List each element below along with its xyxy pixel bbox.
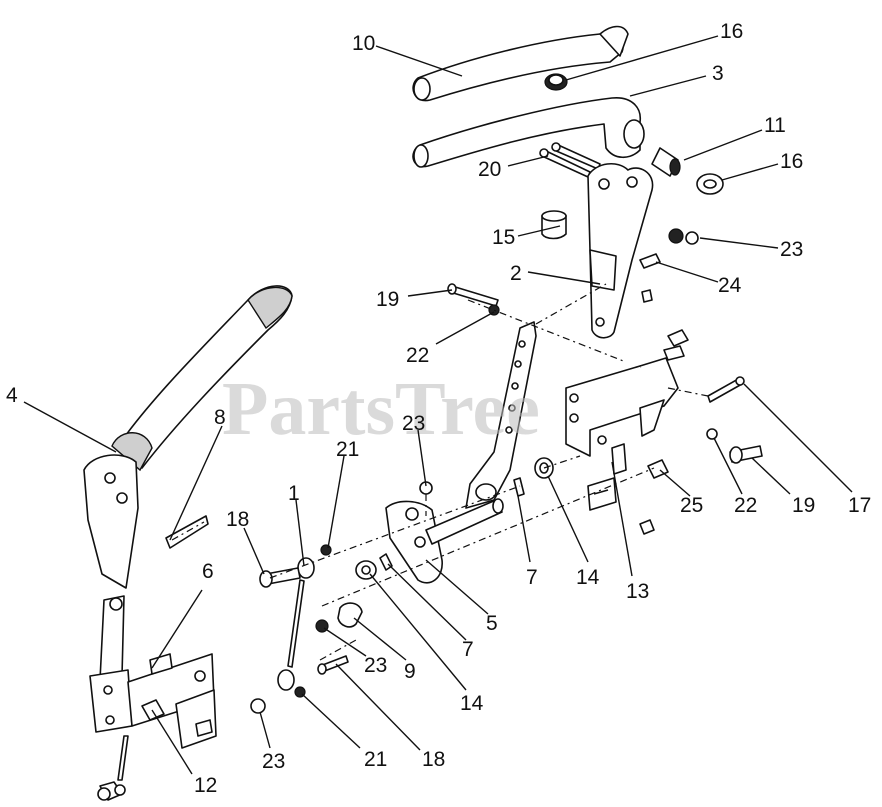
callout-1: 1 [288, 482, 300, 505]
callout-2: 2 [510, 262, 522, 285]
callout-12: 12 [194, 774, 217, 797]
callout-16b: 16 [780, 150, 803, 173]
callout-18b: 18 [422, 748, 445, 771]
watermark-text: PartsTree [222, 367, 540, 451]
callout-24: 24 [718, 274, 742, 297]
part-9-spacer [337, 602, 363, 628]
callout-labels: 10 16 3 11 16 20 15 23 2 24 19 22 4 8 23… [6, 20, 871, 797]
callout-19b: 19 [792, 494, 815, 517]
part-21-nut-mid [320, 544, 332, 556]
callout-14b: 14 [460, 692, 484, 715]
part-16-bushing-right [696, 173, 724, 195]
callout-23: 23 [780, 238, 803, 261]
part-18-bolt-upper [259, 567, 301, 588]
part-22-washer-right [706, 428, 718, 440]
callout-15: 15 [492, 226, 515, 249]
callout-20: 20 [478, 158, 501, 181]
callout-13: 13 [626, 580, 649, 603]
part-25-bolt [647, 459, 669, 479]
callout-19: 19 [376, 288, 399, 311]
callout-9: 9 [404, 660, 416, 683]
part-14-spacer-left [355, 560, 377, 580]
part-16-bushing-top [544, 73, 568, 91]
callout-6: 6 [202, 560, 214, 583]
callout-10: 10 [352, 32, 375, 55]
callout-21b: 21 [364, 748, 387, 771]
callout-17: 17 [848, 494, 871, 517]
callout-7b: 7 [462, 638, 474, 661]
part-13-mount-bracket [565, 357, 679, 475]
callout-23b: 23 [402, 412, 425, 435]
part-5-shaft [385, 498, 504, 584]
part-8-plate [165, 515, 209, 549]
part-11-spacer [651, 147, 681, 177]
callout-23c: 23 [364, 654, 387, 677]
part-3-handle-tube [412, 97, 645, 168]
assembly-centerlines [269, 283, 709, 661]
part-7-pin-right [513, 477, 525, 497]
part-10-handle-tube [412, 25, 629, 102]
callout-22: 22 [406, 344, 429, 367]
part-19-bolt-upper [447, 283, 499, 307]
part-20-pins [539, 142, 601, 178]
part-18-bolt-lower [317, 655, 349, 675]
leader-lines [23, 35, 853, 775]
part-6-lower-bracket [89, 653, 217, 749]
callout-23d: 23 [262, 750, 285, 773]
callout-21: 21 [336, 438, 359, 461]
callout-22b: 22 [734, 494, 757, 517]
part-23-nut-lower [250, 698, 266, 714]
part-23-nut-upper [668, 228, 699, 245]
plate-13 [587, 477, 655, 535]
part-1-linkage-rod [277, 557, 315, 691]
callout-5: 5 [486, 612, 498, 635]
callout-25: 25 [680, 494, 703, 517]
part-15-spacer [541, 210, 567, 240]
callout-4: 4 [6, 384, 18, 407]
callout-7: 7 [526, 566, 538, 589]
callout-3: 3 [712, 62, 724, 85]
callout-14: 14 [576, 566, 600, 589]
callout-8: 8 [214, 406, 226, 429]
part-4-control-lever [83, 285, 293, 681]
part-24-bolt [639, 253, 661, 303]
hardware-bolts-right [663, 329, 745, 403]
part-22-washer-upper [488, 304, 500, 316]
part-2-bracket [587, 163, 654, 339]
callout-11: 11 [764, 114, 786, 137]
callout-16: 16 [720, 20, 743, 43]
part-19-bolt-right [729, 445, 763, 464]
part-7-pin-left [379, 553, 393, 571]
part-12-rod-end [97, 735, 129, 801]
callout-18: 18 [226, 508, 249, 531]
